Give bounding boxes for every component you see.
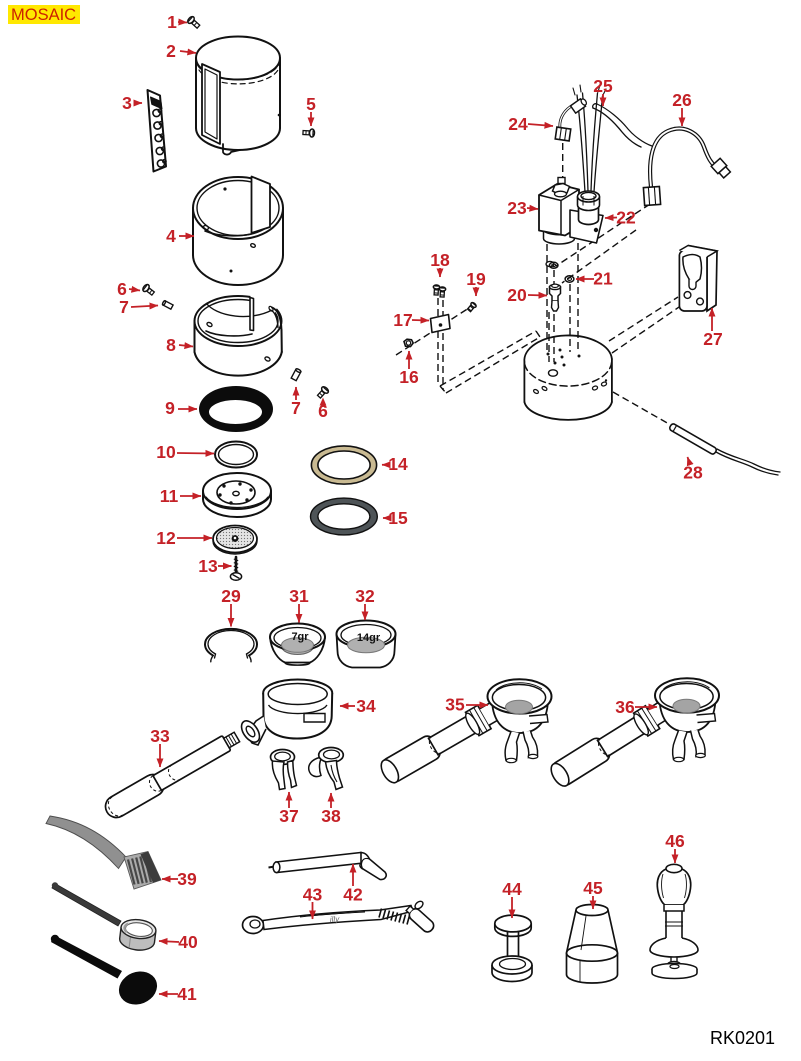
svg-text:46: 46	[665, 831, 685, 851]
svg-text:40: 40	[178, 932, 198, 952]
svg-text:19: 19	[466, 269, 486, 289]
svg-text:4: 4	[166, 226, 176, 246]
svg-text:31: 31	[289, 586, 309, 606]
svg-text:6: 6	[117, 279, 127, 299]
svg-text:23: 23	[507, 198, 527, 218]
svg-text:45: 45	[583, 878, 603, 898]
svg-text:11: 11	[160, 486, 179, 506]
svg-text:16: 16	[399, 367, 419, 387]
svg-text:22: 22	[616, 208, 636, 228]
svg-text:32: 32	[355, 586, 375, 606]
svg-text:RK0201: RK0201	[710, 1028, 775, 1048]
svg-text:44: 44	[502, 879, 522, 899]
svg-text:17: 17	[393, 310, 412, 330]
svg-text:27: 27	[703, 329, 722, 349]
svg-text:42: 42	[343, 885, 363, 905]
svg-text:21: 21	[593, 269, 613, 289]
svg-text:7: 7	[291, 398, 301, 418]
svg-text:1: 1	[167, 12, 177, 32]
svg-text:9: 9	[165, 398, 175, 418]
svg-text:25: 25	[593, 76, 613, 96]
svg-text:34: 34	[356, 696, 376, 716]
svg-text:26: 26	[672, 90, 692, 110]
svg-text:5: 5	[306, 94, 316, 114]
svg-text:7: 7	[119, 297, 129, 317]
svg-text:7gr: 7gr	[291, 631, 309, 643]
svg-text:14gr: 14gr	[357, 632, 381, 644]
svg-text:MOSAIC: MOSAIC	[11, 6, 76, 24]
svg-text:36: 36	[615, 697, 635, 717]
svg-text:39: 39	[177, 869, 197, 889]
svg-text:13: 13	[198, 556, 218, 576]
svg-text:18: 18	[430, 250, 450, 270]
svg-text:10: 10	[156, 442, 176, 462]
svg-text:33: 33	[150, 726, 170, 746]
svg-text:15: 15	[388, 508, 408, 528]
svg-text:8: 8	[166, 335, 176, 355]
svg-text:35: 35	[445, 695, 465, 715]
svg-text:41: 41	[177, 984, 197, 1004]
svg-text:20: 20	[507, 285, 527, 305]
svg-text:3: 3	[122, 93, 132, 113]
svg-text:43: 43	[303, 885, 323, 905]
svg-text:37: 37	[279, 806, 298, 826]
svg-text:28: 28	[683, 463, 703, 483]
svg-text:6: 6	[318, 401, 328, 421]
svg-text:29: 29	[221, 586, 241, 606]
svg-text:2: 2	[166, 41, 176, 61]
svg-text:38: 38	[321, 806, 341, 826]
svg-text:12: 12	[156, 528, 176, 548]
svg-text:14: 14	[388, 454, 408, 474]
svg-text:illy: illy	[330, 914, 341, 924]
svg-text:24: 24	[508, 114, 528, 134]
